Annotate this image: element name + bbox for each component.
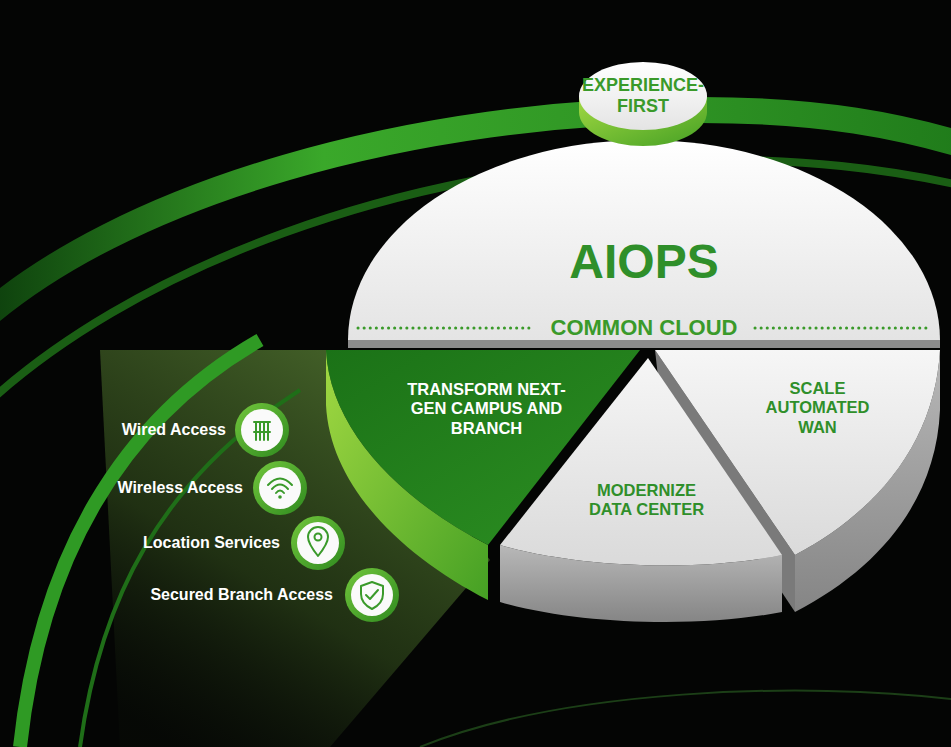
wired-icon xyxy=(254,422,270,440)
wedge-inner-face xyxy=(655,350,795,612)
icon-face xyxy=(351,574,393,616)
swoosh-arc xyxy=(420,691,951,747)
icon-face xyxy=(259,467,301,509)
feature-node: Secured Branch Access xyxy=(133,567,402,623)
swoosh-arc xyxy=(80,390,300,747)
feature-label: Location Services xyxy=(80,529,280,557)
wedge-label: SCALE AUTOMATED WAN xyxy=(760,376,875,440)
wedge-label: MODERNIZE DATA CENTER xyxy=(584,478,709,522)
icon-ring xyxy=(253,461,307,515)
icon-ring xyxy=(291,516,345,570)
shield-icon xyxy=(361,582,383,609)
wifi-icon-dot xyxy=(278,495,282,499)
feature-label: Secured Branch Access xyxy=(133,581,333,609)
pie-wedge: SCALE AUTOMATED WAN xyxy=(650,345,945,615)
feature-node: Location Services xyxy=(80,515,348,571)
platform-title: AIOPS xyxy=(494,232,794,292)
icon-ring xyxy=(235,403,289,457)
feature-node: Wireless Access xyxy=(43,460,310,516)
pie-wedge: TRANSFORM NEXT-GEN CAMPUS AND BRANCH xyxy=(318,345,653,607)
band-label: COMMON CLOUD xyxy=(534,314,754,342)
icon-face xyxy=(241,409,283,451)
icon-ring xyxy=(345,568,399,622)
wedge-top xyxy=(655,350,940,555)
pie-wedge: MODERNIZE DATA CENTER xyxy=(495,355,787,630)
wifi-icon xyxy=(268,479,292,494)
disc-title: EXPERIENCE-FIRST xyxy=(578,72,708,120)
disc-rim xyxy=(348,340,940,348)
wedge-top xyxy=(500,358,782,565)
feature-node: Wired Access xyxy=(26,402,292,458)
wedge-side xyxy=(500,545,782,622)
feature-label: Wireless Access xyxy=(43,474,243,502)
aiops-disc: AIOPS COMMON CLOUD xyxy=(345,135,945,353)
location-pin-icon xyxy=(308,527,328,556)
location-pin-dot xyxy=(315,534,322,541)
shield-check xyxy=(366,590,378,599)
experience-disc: EXPERIENCE-FIRST xyxy=(575,58,711,150)
icon-face xyxy=(297,522,339,564)
feature-label: Wired Access xyxy=(26,416,226,444)
disc-top xyxy=(348,140,940,340)
disc-top xyxy=(579,62,707,130)
wedge-label: TRANSFORM NEXT-GEN CAMPUS AND BRANCH xyxy=(404,378,569,440)
